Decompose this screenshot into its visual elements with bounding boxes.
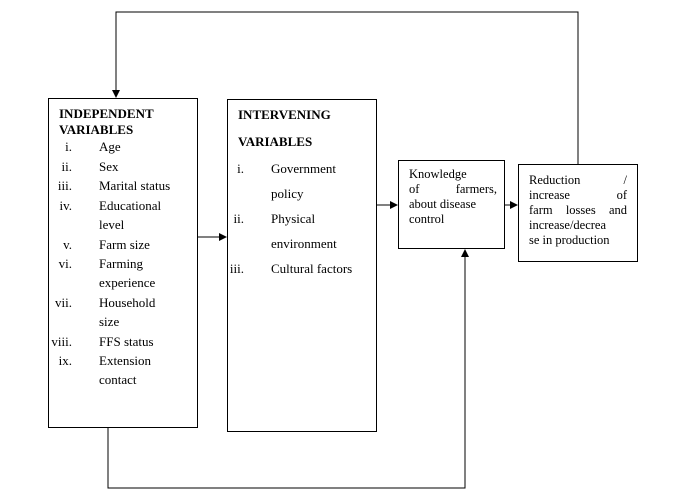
outcome-line: farm losses and: [529, 203, 627, 217]
intervening-title-line1: INTERVENING: [238, 107, 331, 122]
list-item: vii. Household size: [55, 295, 156, 329]
outcome-box: Reduction / increase of farm losses and …: [518, 164, 638, 262]
list-item: ii. Physical environment: [233, 211, 337, 251]
knowledge-line: Knowledge: [409, 167, 467, 181]
knowledge-line: about disease: [409, 197, 476, 211]
independent-title-line1: INDEPENDENT: [59, 106, 154, 121]
knowledge-line: control: [409, 212, 445, 226]
outcome-line: Reduction /: [529, 173, 627, 187]
outcome-line: se in production: [529, 233, 610, 247]
list-item: iv. Educational level: [59, 198, 162, 232]
independent-variables-box: INDEPENDENT VARIABLES i. Age ii. Sex iii…: [48, 98, 198, 428]
feedback-arrow-top: [112, 11, 579, 164]
list-item: vi. Farming experience: [58, 256, 156, 290]
intervening-variables-box: INTERVENING VARIABLES i. Government poli…: [227, 99, 377, 432]
intervening-title-line2: VARIABLES: [238, 134, 313, 149]
independent-title-line2: VARIABLES: [59, 122, 134, 137]
arrow-independent-to-knowledge-bottom: [107, 249, 469, 489]
list-item: ix. Extension contact: [58, 353, 151, 387]
list-item: i. Government policy: [237, 161, 336, 201]
knowledge-line: of farmers,: [409, 182, 497, 196]
outcome-line: increase/decrea: [529, 218, 607, 232]
knowledge-box: Knowledge of farmers, about disease cont…: [398, 160, 505, 249]
outcome-line: increase of: [529, 188, 627, 202]
